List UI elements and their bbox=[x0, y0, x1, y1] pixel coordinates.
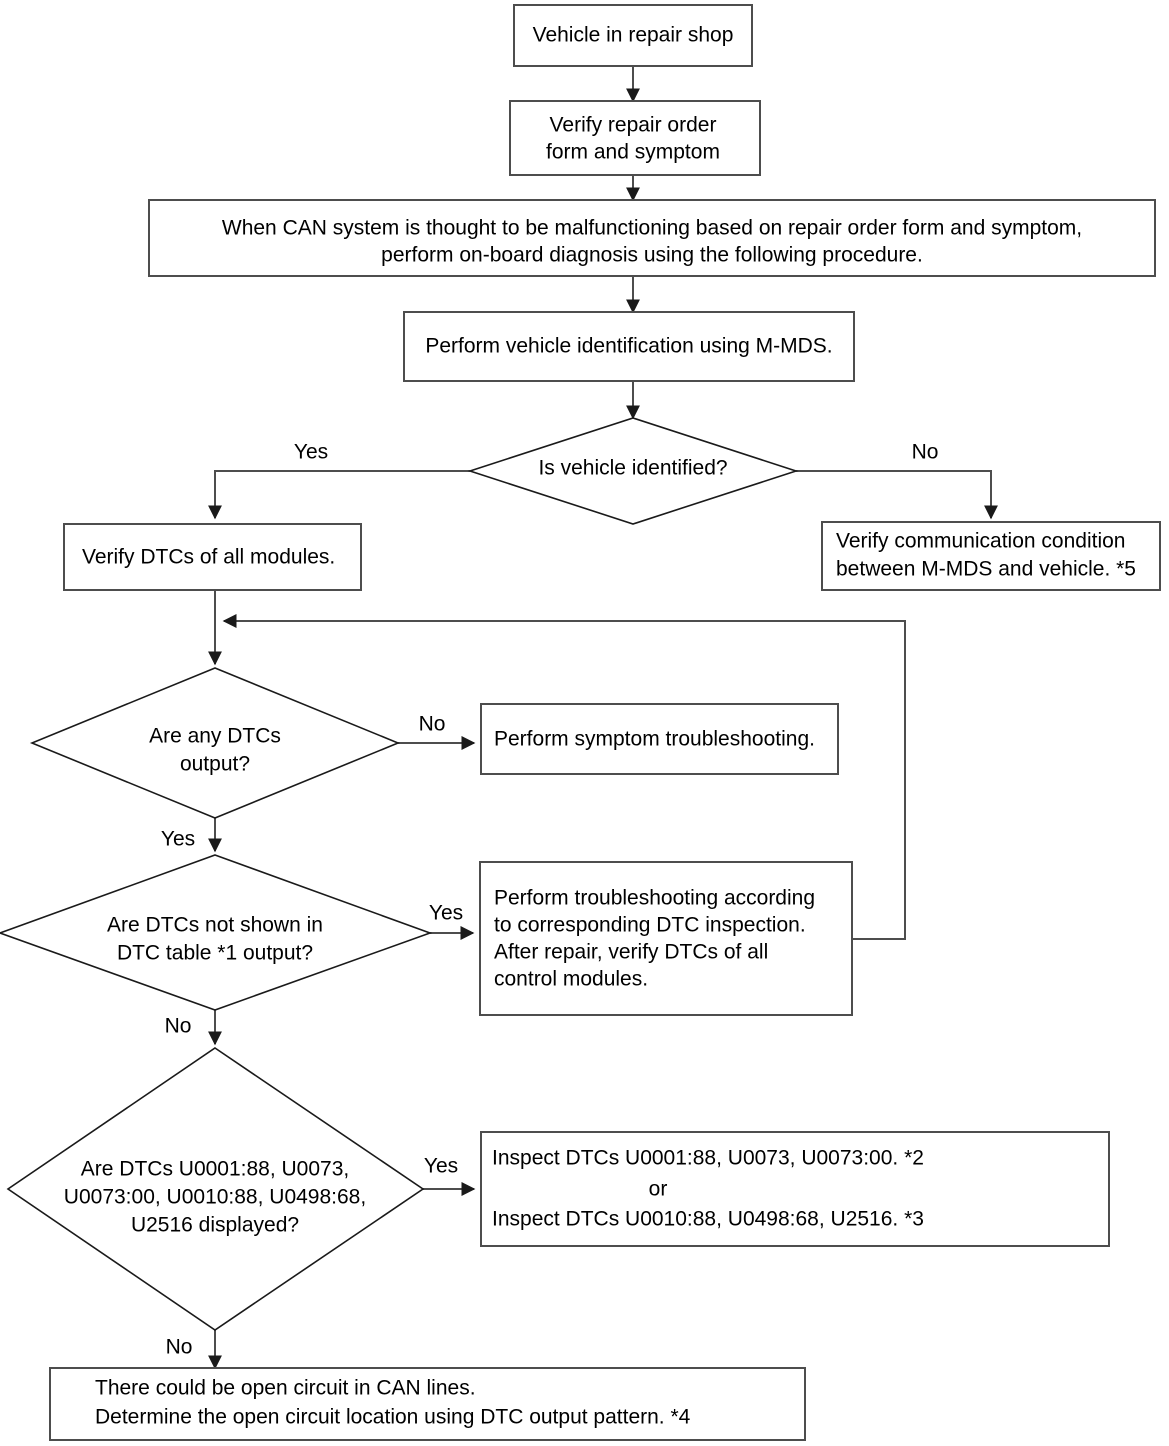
edge-label-any-dtcs-no: No bbox=[419, 713, 446, 736]
node-label-specific-dtcs-line1: Are DTCs U0001:88, U0073, bbox=[81, 1158, 349, 1181]
connector-identified-no bbox=[796, 470, 998, 520]
edge-label-specific-dtcs-no: No bbox=[166, 1336, 193, 1359]
edge-label-any-dtcs-yes: Yes bbox=[161, 828, 195, 851]
node-specific-dtcs-displayed[interactable]: Are DTCs U0001:88, U0073, U0073:00, U001… bbox=[6, 1047, 425, 1331]
node-vehicle-in-repair-shop[interactable]: Vehicle in repair shop bbox=[513, 4, 753, 67]
node-label-specific-dtcs-line2: U0073:00, U0010:88, U0498:68, bbox=[64, 1186, 366, 1209]
edge-label-identified-no: No bbox=[912, 441, 939, 464]
node-dtcs-not-in-table[interactable]: Are DTCs not shown in DTC table *1 outpu… bbox=[0, 854, 433, 1011]
node-is-vehicle-identified[interactable]: Is vehicle identified? bbox=[467, 417, 799, 525]
node-diamond-any-dtcs-output[interactable] bbox=[29, 667, 401, 819]
node-perform-troubleshooting-dtc[interactable]: Perform troubleshooting according to cor… bbox=[479, 861, 853, 1016]
node-label-verify-repair-order-line1: Verify repair order bbox=[550, 114, 717, 137]
edge-label-not-in-table-no: No bbox=[165, 1015, 192, 1038]
node-label-verify-repair-order-line2: form and symptom bbox=[546, 141, 720, 164]
node-verify-communication[interactable]: Verify communication condition between M… bbox=[821, 521, 1161, 591]
node-box-vehicle-identification[interactable] bbox=[403, 311, 855, 382]
node-label-perform-troubleshooting-dtc-line4: control modules. bbox=[494, 968, 648, 991]
node-label-vehicle-identification: Perform vehicle identification using M-M… bbox=[425, 335, 832, 358]
node-box-start[interactable] bbox=[513, 4, 753, 67]
node-box-perform-symptom-troubleshooting[interactable] bbox=[480, 703, 839, 775]
node-label-perform-troubleshooting-dtc-line3: After repair, verify DTCs of all bbox=[494, 941, 768, 964]
node-label-specific-dtcs-line3: U2516 displayed? bbox=[131, 1214, 299, 1237]
node-box-verify-communication[interactable] bbox=[821, 521, 1161, 591]
node-box-verify-dtcs-all-modules[interactable] bbox=[63, 523, 362, 591]
node-verify-dtcs-all-modules[interactable]: Verify DTCs of all modules. bbox=[63, 523, 362, 591]
connector-identified-yes bbox=[208, 470, 470, 520]
node-label-is-vehicle-identified: Is vehicle identified? bbox=[538, 457, 727, 480]
node-box-open-circuit-conclusion[interactable] bbox=[49, 1367, 806, 1441]
node-label-verify-communication-line1: Verify communication condition bbox=[836, 530, 1125, 553]
node-verify-repair-order[interactable]: Verify repair order form and symptom bbox=[509, 100, 761, 176]
node-label-can-note-line1: When CAN system is thought to be malfunc… bbox=[222, 217, 1082, 240]
node-label-inspect-dtcs-or: or bbox=[649, 1178, 668, 1201]
node-any-dtcs-output[interactable]: Are any DTCs output? bbox=[29, 667, 401, 819]
node-label-open-circuit-line1: There could be open circuit in CAN lines… bbox=[95, 1377, 476, 1400]
node-label-inspect-dtcs-line1: Inspect DTCs U0001:88, U0073, U0073:00. … bbox=[492, 1147, 924, 1170]
node-label-start: Vehicle in repair shop bbox=[533, 24, 734, 47]
node-label-dtcs-not-in-table-line2: DTC table *1 output? bbox=[117, 942, 313, 965]
node-diamond-specific-dtcs-displayed[interactable] bbox=[6, 1047, 425, 1331]
node-label-inspect-dtcs-line3: Inspect DTCs U0010:88, U0498:68, U2516. … bbox=[492, 1208, 924, 1231]
node-box-inspect-dtcs[interactable] bbox=[480, 1131, 1110, 1247]
edge-label-identified-yes: Yes bbox=[294, 441, 328, 464]
node-label-verify-communication-line2: between M-MDS and vehicle. *5 bbox=[836, 558, 1136, 581]
node-label-perform-symptom-troubleshooting: Perform symptom troubleshooting. bbox=[494, 728, 815, 751]
node-label-verify-dtcs-all-modules: Verify DTCs of all modules. bbox=[82, 546, 335, 569]
node-diamond-dtcs-not-in-table[interactable] bbox=[0, 854, 433, 1011]
edge-label-not-in-table-yes: Yes bbox=[429, 902, 463, 925]
node-vehicle-identification[interactable]: Perform vehicle identification using M-M… bbox=[403, 311, 855, 382]
node-label-any-dtcs-output-line1: Are any DTCs bbox=[149, 725, 281, 748]
node-label-open-circuit-line2: Determine the open circuit location usin… bbox=[95, 1406, 691, 1429]
node-diamond-is-vehicle-identified[interactable] bbox=[467, 417, 799, 525]
connectors bbox=[208, 66, 998, 1370]
node-label-perform-troubleshooting-dtc-line1: Perform troubleshooting according bbox=[494, 887, 815, 910]
node-perform-symptom-troubleshooting[interactable]: Perform symptom troubleshooting. bbox=[480, 703, 839, 775]
node-box-verify-repair-order[interactable] bbox=[509, 100, 761, 176]
node-label-perform-troubleshooting-dtc-line2: to corresponding DTC inspection. bbox=[494, 914, 806, 937]
node-open-circuit-conclusion[interactable]: There could be open circuit in CAN lines… bbox=[49, 1367, 806, 1441]
edge-label-specific-dtcs-yes: Yes bbox=[424, 1155, 458, 1178]
node-label-can-note-line2: perform on-board diagnosis using the fol… bbox=[381, 244, 923, 267]
node-box-can-note[interactable] bbox=[148, 199, 1156, 277]
node-inspect-dtcs[interactable]: Inspect DTCs U0001:88, U0073, U0073:00. … bbox=[480, 1131, 1110, 1247]
connector-feedback-loop bbox=[222, 614, 906, 940]
node-label-dtcs-not-in-table-line1: Are DTCs not shown in bbox=[107, 914, 323, 937]
node-can-malfunction-note[interactable]: When CAN system is thought to be malfunc… bbox=[148, 199, 1156, 277]
node-box-perform-troubleshooting-dtc[interactable] bbox=[479, 861, 853, 1016]
node-label-any-dtcs-output-line2: output? bbox=[180, 753, 250, 776]
